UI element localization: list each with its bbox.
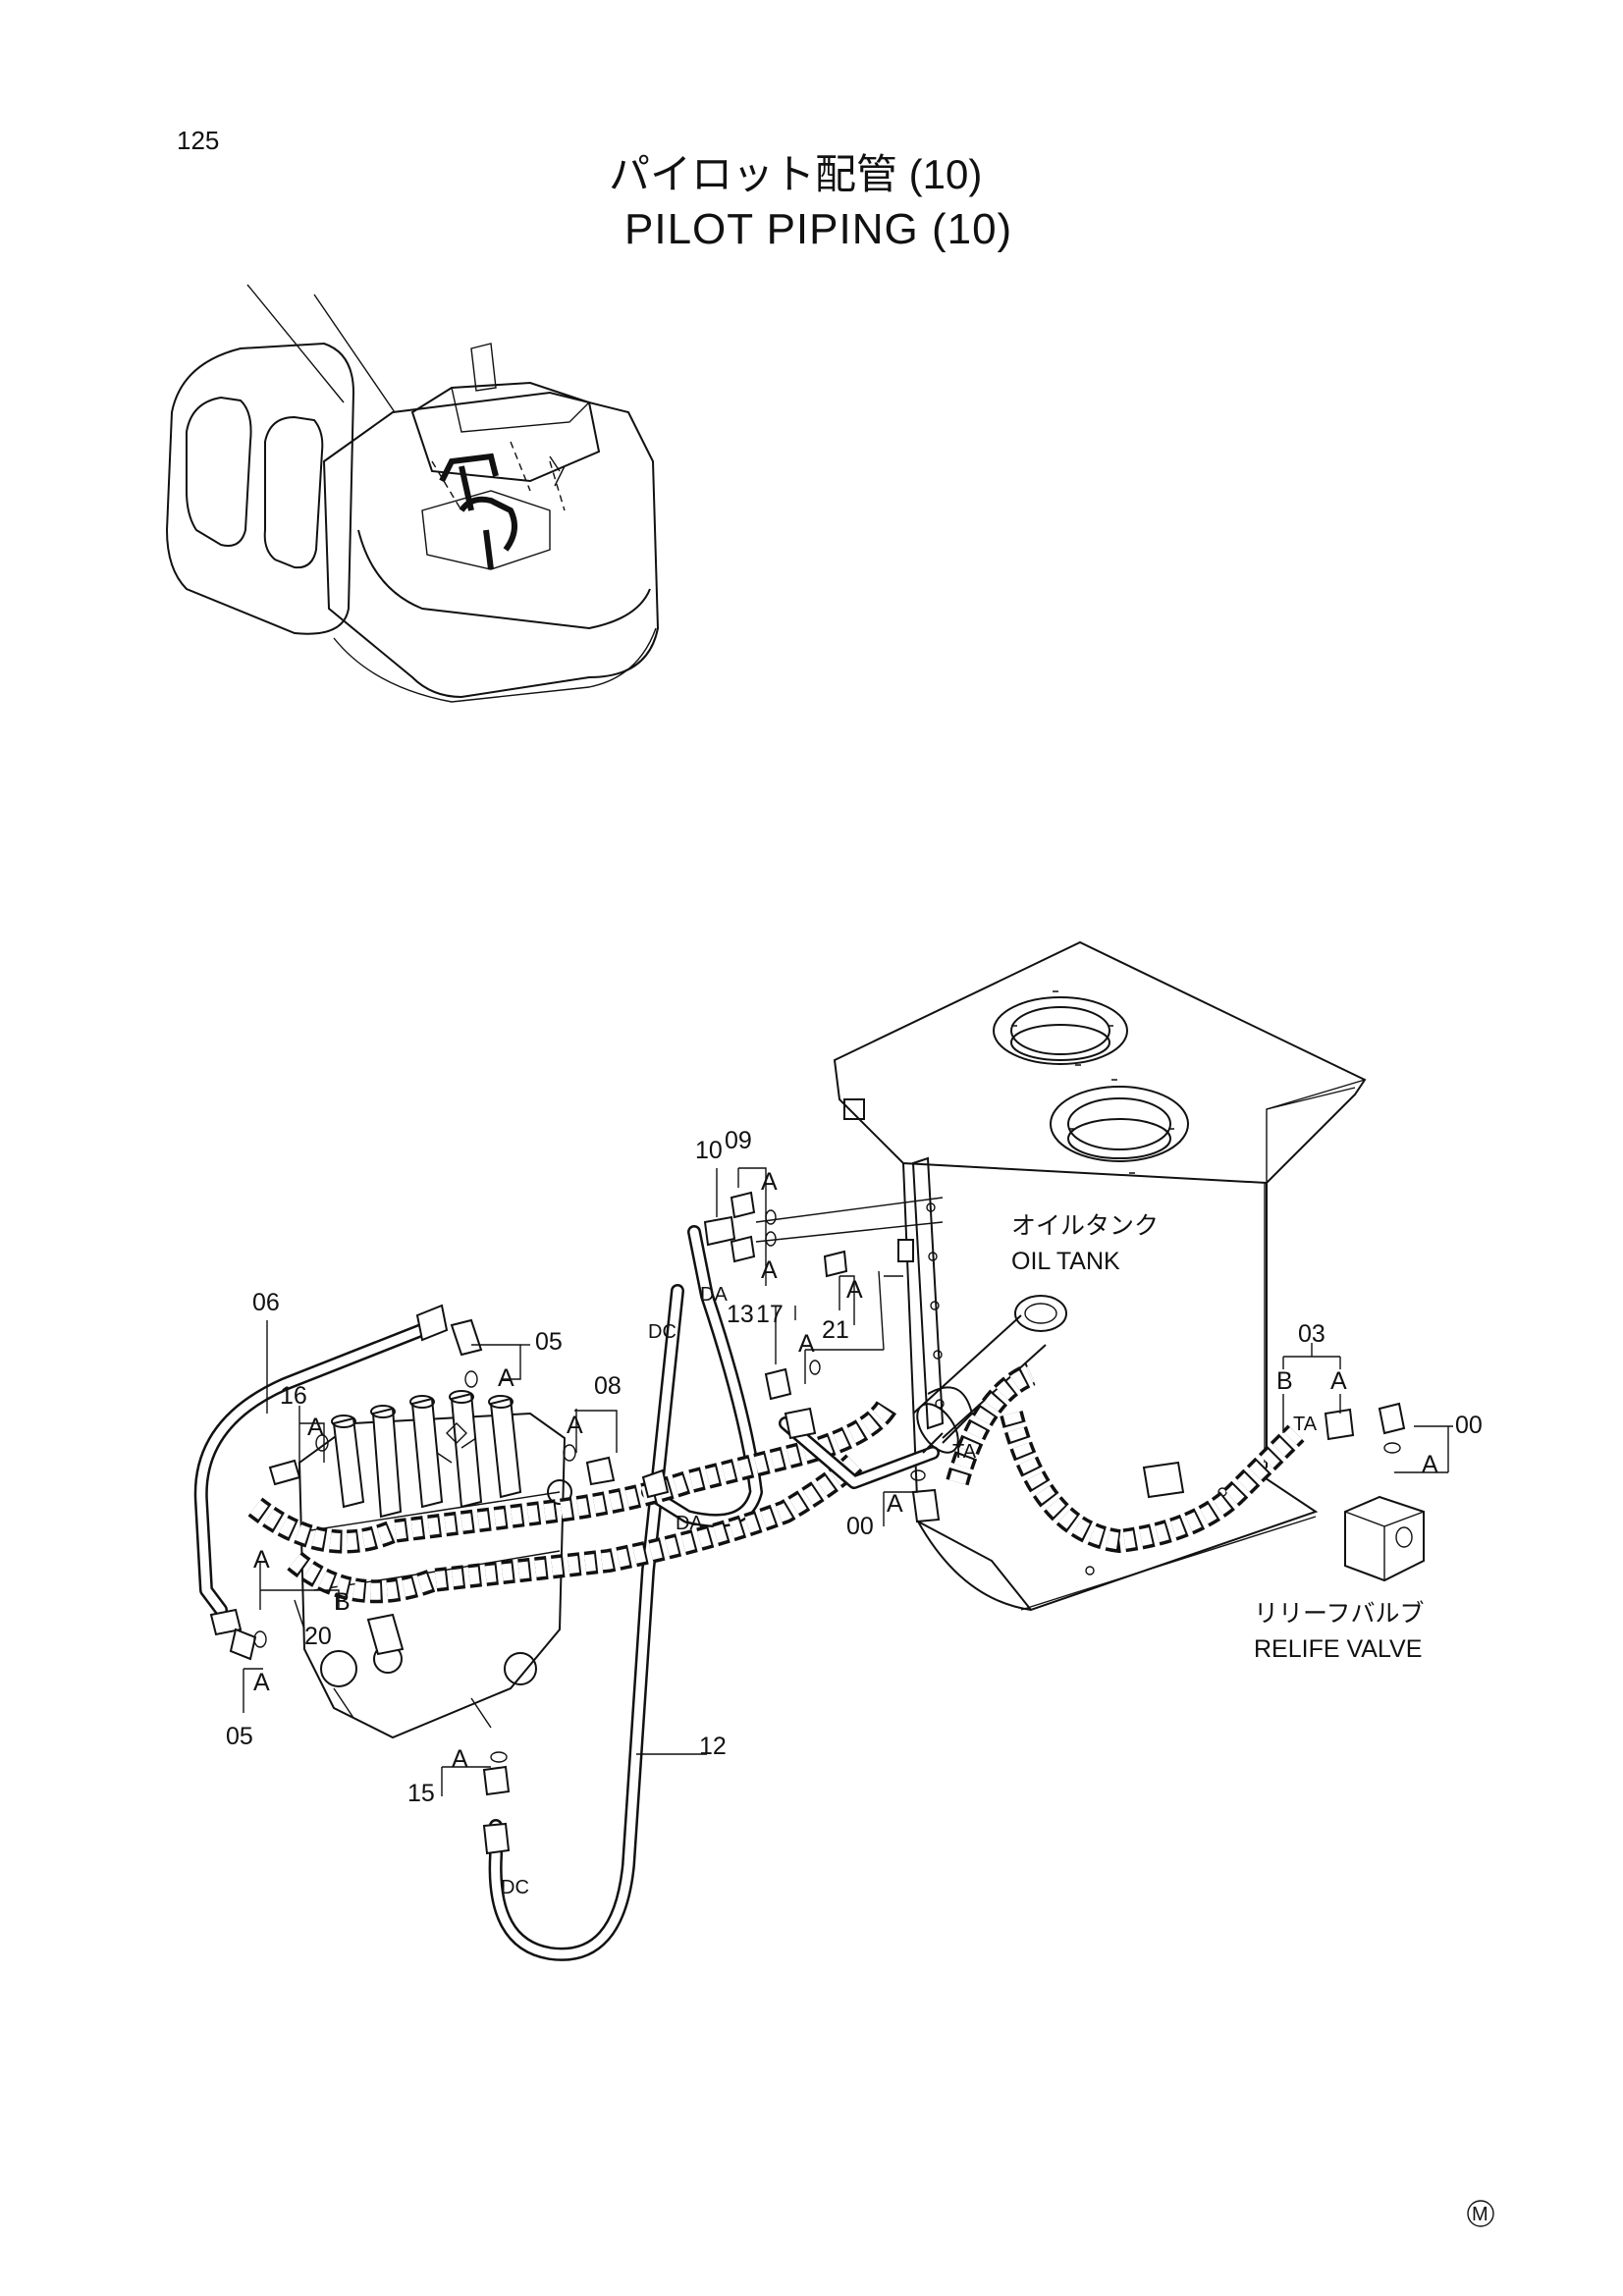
letter-da: DA	[700, 1284, 728, 1306]
letter-a: A	[253, 1669, 270, 1696]
footer-mark-letter: M	[1472, 2204, 1488, 2225]
callout-10: 10	[695, 1137, 723, 1164]
callout-12: 12	[699, 1733, 727, 1760]
callout-21: 21	[822, 1316, 849, 1344]
letter-a: A	[846, 1276, 863, 1304]
relief-valve-label-jp: リリーフバルブ	[1254, 1600, 1425, 1628]
letter-a: A	[1422, 1451, 1438, 1478]
letter-a: A	[761, 1256, 778, 1284]
relief-valve-label-en: RELIFE VALVE	[1254, 1635, 1422, 1663]
letter-dc: DC	[501, 1877, 529, 1898]
oil-tank-label-jp: オイルタンク	[1011, 1212, 1159, 1240]
relief-valve	[1344, 1495, 1425, 1582]
title-japanese: パイロット配管 (10)	[609, 151, 982, 197]
callout-15: 15	[407, 1780, 435, 1807]
letter-a: A	[1330, 1367, 1347, 1395]
letter-dc: DC	[648, 1321, 676, 1343]
letter-b: B	[334, 1588, 351, 1616]
page-number: 125	[177, 126, 219, 155]
callout-03: 03	[1298, 1320, 1325, 1348]
callout-00-mid: 00	[846, 1513, 874, 1540]
callout-08: 08	[594, 1372, 622, 1400]
letter-a: A	[567, 1412, 583, 1439]
letter-da: DA	[676, 1513, 703, 1534]
callout-09: 09	[725, 1127, 752, 1154]
letter-a: A	[798, 1330, 815, 1358]
letter-ta: TA	[1293, 1414, 1318, 1435]
letter-a: A	[307, 1414, 324, 1441]
letter-a: A	[761, 1168, 778, 1196]
control-valve	[298, 1390, 572, 1739]
callout-06: 06	[252, 1289, 280, 1316]
letter-a: A	[887, 1490, 903, 1518]
excavator-locator-view	[165, 284, 660, 703]
callout-labels: 10 09 A A DA DC 13 17 A A 21 06 05 A 08 …	[226, 1127, 1483, 1898]
letter-ta: TA	[952, 1441, 977, 1463]
callout-00-right: 00	[1455, 1412, 1483, 1439]
callout-13: 13	[727, 1301, 754, 1328]
callout-05: 05	[535, 1328, 563, 1356]
callout-20: 20	[304, 1623, 332, 1650]
callout-17: 17	[756, 1301, 784, 1328]
fittings	[209, 1191, 1406, 1855]
callout-16: 16	[280, 1382, 307, 1410]
footer-mark: M	[1467, 2200, 1494, 2227]
letter-a: A	[452, 1745, 468, 1773]
title-english: PILOT PIPING (10)	[624, 205, 1012, 253]
oil-tank-label-en: OIL TANK	[1011, 1248, 1120, 1275]
letter-a: A	[498, 1364, 514, 1392]
letter-a: A	[253, 1546, 270, 1574]
leader-lines	[243, 1167, 1453, 1796]
letter-b: B	[1276, 1367, 1293, 1395]
oil-tank	[833, 940, 1367, 1612]
callout-05-bottom: 05	[226, 1723, 253, 1750]
